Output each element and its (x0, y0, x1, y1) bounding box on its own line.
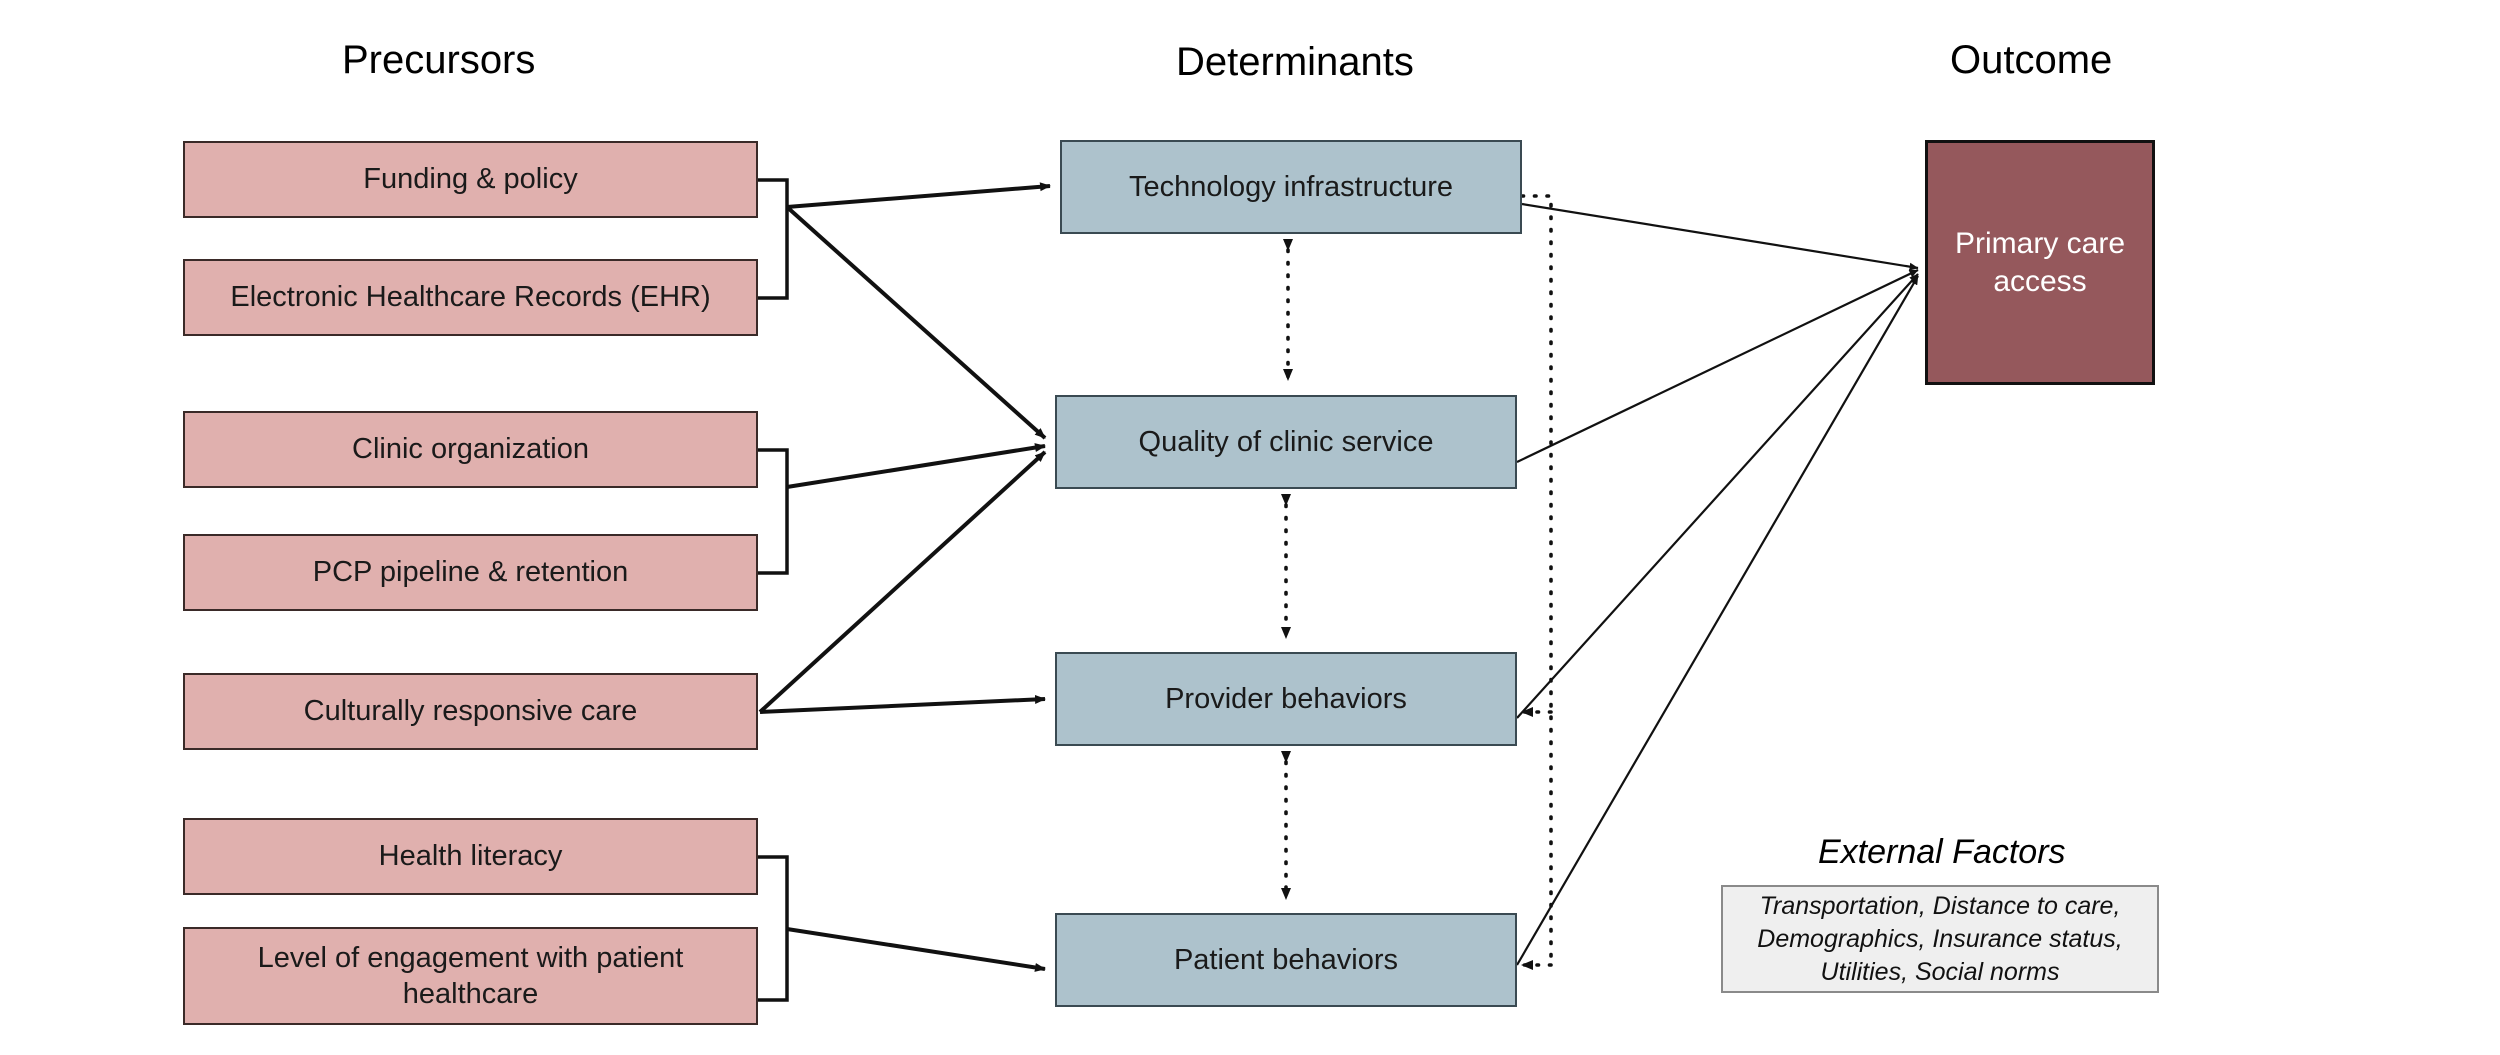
node-pcp-pipeline-retention[interactable]: PCP pipeline & retention (183, 534, 758, 611)
node-funding-policy[interactable]: Funding & policy (183, 141, 758, 218)
dotted-technology-feedback-spine (1520, 194, 1553, 967)
arrow-funding-ehr-to-quality (785, 205, 1047, 440)
node-provider-behaviors[interactable]: Provider behaviors (1055, 652, 1517, 746)
node-electronic-healthcare-records[interactable]: Electronic Healthcare Records (EHR) (183, 259, 758, 336)
bracket-literacy-engagement (758, 855, 789, 1002)
column-header-determinants: Determinants (1176, 40, 1414, 84)
node-technology-infrastructure[interactable]: Technology infrastructure (1060, 140, 1522, 234)
node-culturally-responsive-care[interactable]: Culturally responsive care (183, 673, 758, 750)
node-primary-care-access[interactable]: Primary care access (1925, 140, 2155, 385)
arrow-technology-to-outcome (1521, 202, 1919, 271)
arrow-culture-to-provider (759, 694, 1046, 714)
arrow-provider-to-outcome (1516, 273, 1919, 719)
node-level-of-engagement[interactable]: Level of engagement with patient healthc… (183, 927, 758, 1025)
bracket-clinic-pcp (758, 448, 789, 575)
external-factors-title: External Factors (1818, 833, 2066, 871)
column-header-outcome: Outcome (1950, 38, 2113, 82)
column-header-precursors: Precursors (342, 38, 536, 82)
bracket-funding-ehr (758, 178, 789, 300)
arrow-quality-to-outcome (1516, 269, 1919, 463)
node-patient-behaviors[interactable]: Patient behaviors (1055, 913, 1517, 1007)
node-health-literacy[interactable]: Health literacy (183, 818, 758, 895)
external-factors-box: Transportation, Distance to care, Demogr… (1721, 885, 2159, 993)
node-clinic-organization[interactable]: Clinic organization (183, 411, 758, 488)
node-quality-of-clinic-service[interactable]: Quality of clinic service (1055, 395, 1517, 489)
arrow-funding-ehr-to-technology (786, 182, 1051, 209)
arrow-culture-to-quality (758, 450, 1047, 714)
arrow-literacy-engagement-to-patient (786, 927, 1046, 972)
arrow-clinic-pcp-to-quality (786, 443, 1046, 489)
